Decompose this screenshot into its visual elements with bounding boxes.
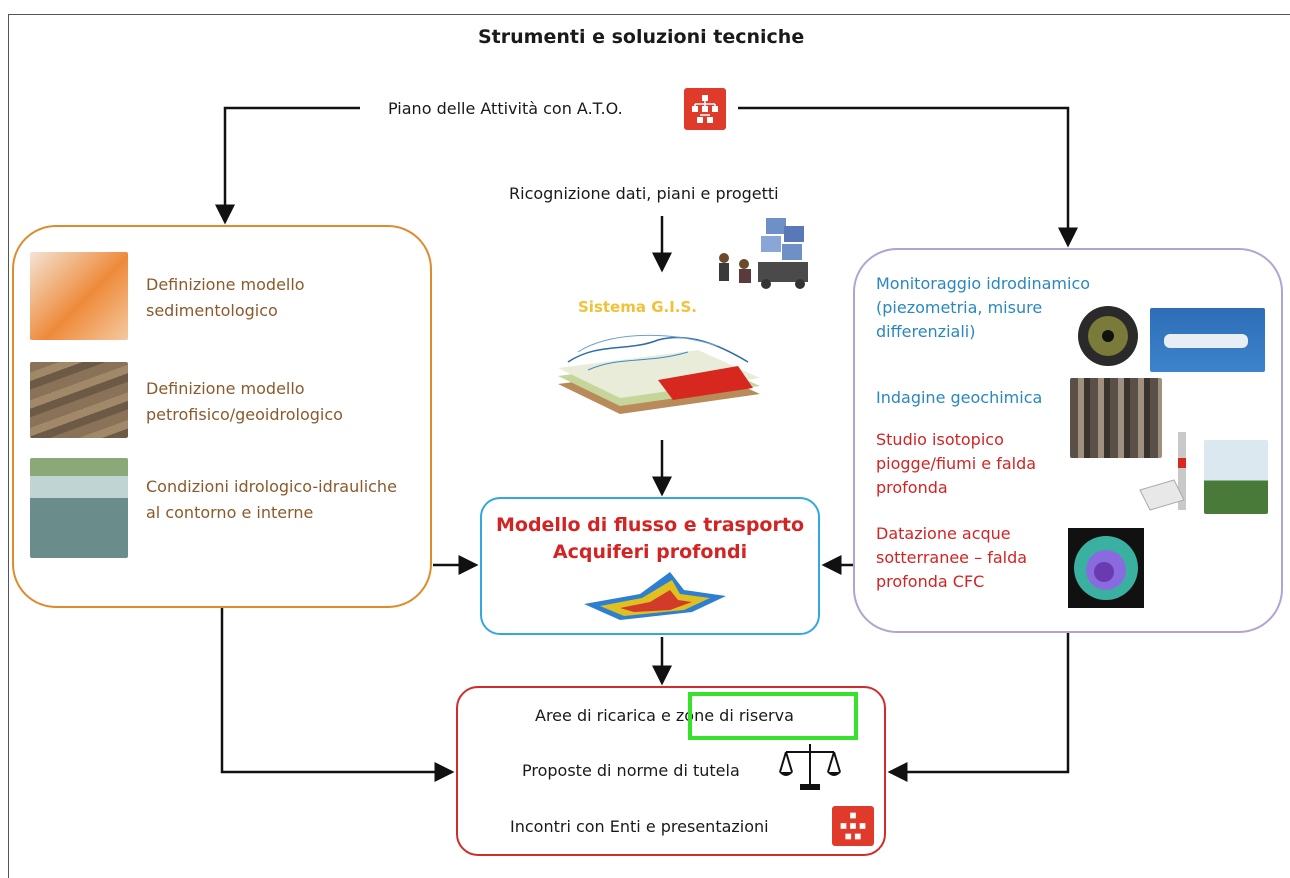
highlight-box bbox=[688, 692, 858, 740]
dating-line2: sotterranee – falda bbox=[876, 548, 1028, 567]
left-item-2-line1: Definizione modello bbox=[146, 379, 305, 398]
geochem-label: Indagine geochimica bbox=[876, 388, 1043, 407]
isotopic-line2: piogge/fiumi e falda bbox=[876, 454, 1037, 473]
center-title-line1: Modello di flusso e trasporto bbox=[495, 514, 804, 536]
org-chart-icon-bottom bbox=[832, 806, 874, 846]
bottom-item-meetings: Incontri con Enti e presentazioni bbox=[510, 817, 769, 836]
bottom-box-outcomes bbox=[456, 686, 886, 856]
isotopic-line1: Studio isotopico bbox=[876, 430, 1004, 449]
rain-gauge-icon bbox=[1134, 430, 1204, 516]
arrow-top-to-right bbox=[738, 106, 1078, 248]
bottom-item-recharge: Aree di ricarica e zone di riserva bbox=[535, 706, 794, 725]
slide-frame bbox=[8, 14, 1290, 878]
weather-station-icon bbox=[1204, 440, 1268, 514]
rock-strata-icon bbox=[30, 362, 128, 438]
org-chart-icon bbox=[684, 88, 726, 130]
data-cubes-icon bbox=[706, 212, 824, 292]
left-item-1-line2: sedimentologico bbox=[146, 301, 278, 320]
probe-icon bbox=[1150, 308, 1265, 372]
sediment-map-icon bbox=[30, 252, 128, 340]
isotopic-line3: profonda bbox=[876, 478, 948, 497]
page-title: Strumenti e soluzioni tecniche bbox=[478, 26, 805, 48]
top-node-label: Piano delle Attività con A.T.O. bbox=[388, 99, 623, 118]
left-item-3-line1: Condizioni idrologico-idrauliche bbox=[146, 477, 397, 496]
left-item-3-line2: al contorno e interne bbox=[146, 503, 314, 522]
aquifer-model-icon bbox=[580, 566, 730, 622]
arrow-left-to-bottom bbox=[220, 608, 455, 782]
arrow-top-to-left bbox=[215, 106, 360, 225]
lab-equipment-icon bbox=[1070, 378, 1162, 458]
bottom-item-norms: Proposte di norme di tutela bbox=[522, 761, 740, 780]
monitoring-line2: (piezometria, misure bbox=[876, 298, 1043, 317]
scales-icon bbox=[778, 740, 842, 792]
river-icon bbox=[30, 458, 128, 558]
center-title-line2: Acquiferi profondi bbox=[552, 541, 748, 563]
left-item-1-line1: Definizione modello bbox=[146, 275, 305, 294]
gis-layers-icon bbox=[548, 322, 770, 432]
arrow-right-to-bottom bbox=[887, 633, 1070, 782]
monitoring-line1: Monitoraggio idrodinamico bbox=[876, 274, 1091, 293]
dating-line1: Datazione acque bbox=[876, 524, 1011, 543]
dating-line3: profonda CFC bbox=[876, 572, 985, 591]
cable-reel-icon bbox=[1072, 300, 1144, 372]
gis-label: Sistema G.I.S. bbox=[578, 298, 697, 316]
left-item-2-line2: petrofisico/geoidrologico bbox=[146, 405, 343, 424]
monitoring-line3: differenziali) bbox=[876, 322, 976, 341]
data-source-label: Ricognizione dati, piani e progetti bbox=[509, 184, 779, 203]
ozone-map-icon bbox=[1068, 528, 1144, 608]
